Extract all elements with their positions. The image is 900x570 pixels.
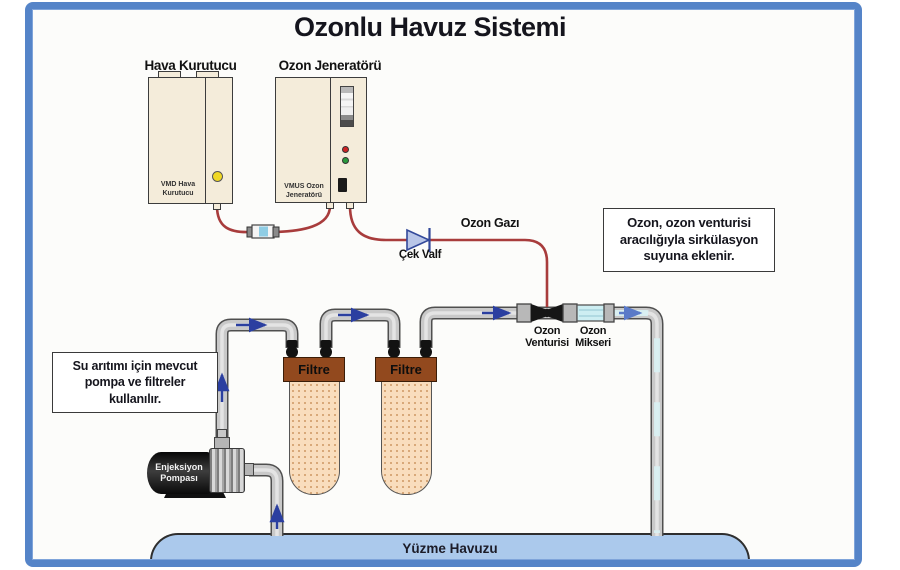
generator-to-venturi-tube	[348, 205, 549, 307]
yellow-indicator-icon	[212, 171, 223, 182]
ozone-venturi	[516, 303, 578, 323]
flow-arrows	[214, 305, 643, 529]
air-dryer-title: Hava Kurutucu	[144, 58, 237, 73]
water-treatment-note-text: Su arıtımı için mevcut pompa ve filtrele…	[72, 359, 198, 406]
venturi-label: Ozon Venturisi	[525, 325, 569, 349]
generator-outlet-port	[346, 202, 354, 209]
flow-meter-icon	[340, 86, 354, 127]
generator-socket-icon	[338, 178, 347, 192]
air-dryer-panel-divider	[205, 78, 206, 203]
ozone-mixer	[576, 303, 615, 323]
pump-head	[209, 448, 245, 493]
check-valve-label: Çek Valf	[398, 249, 442, 261]
injection-pump: Enjeksiyon Pompası	[147, 452, 211, 494]
filter-2-body	[381, 382, 432, 495]
generator-inlet-port	[326, 202, 334, 209]
air-dryer-model: VMD Hava Kurutucu	[160, 181, 196, 197]
filter-1-label: Filtre	[298, 362, 330, 377]
green-led-icon	[342, 157, 349, 164]
ozone-generator-title: Ozon Jeneratörü	[278, 58, 382, 73]
filter-1-cap: Filtre	[283, 357, 345, 382]
ozone-injection-note-text: Ozon, ozon venturisi aracılığıyla sirkül…	[619, 214, 759, 264]
air-dryer-box	[148, 77, 233, 204]
inline-air-filter	[246, 224, 280, 239]
filter-2-cap: Filtre	[375, 357, 437, 382]
ozonated-water-tint	[614, 310, 660, 533]
pump-label: Enjeksiyon Pompası	[155, 462, 203, 483]
air-dryer-outlet-port	[213, 203, 221, 210]
pool-label: Yüzme Havuzu	[402, 540, 498, 556]
mixer-label: Ozon Mikseri	[575, 325, 611, 349]
water-treatment-note: Su arıtımı için mevcut pompa ve filtrele…	[52, 352, 218, 413]
filter-2-label: Filtre	[390, 362, 422, 377]
ozone-generator-panel-divider	[330, 78, 331, 202]
filter-1-body	[289, 382, 340, 495]
swimming-pool: Yüzme Havuzu	[150, 533, 750, 561]
red-led-icon	[342, 146, 349, 153]
ozone-generator-model: VMUS Ozon Jeneratörü	[284, 183, 324, 199]
page-title: Ozonlu Havuz Sistemi	[293, 12, 567, 42]
ozone-gas-label: Ozon Gazı	[460, 216, 520, 230]
ozone-injection-note: Ozon, ozon venturisi aracılığıyla sirkül…	[603, 208, 775, 272]
check-valve-icon	[406, 228, 431, 252]
